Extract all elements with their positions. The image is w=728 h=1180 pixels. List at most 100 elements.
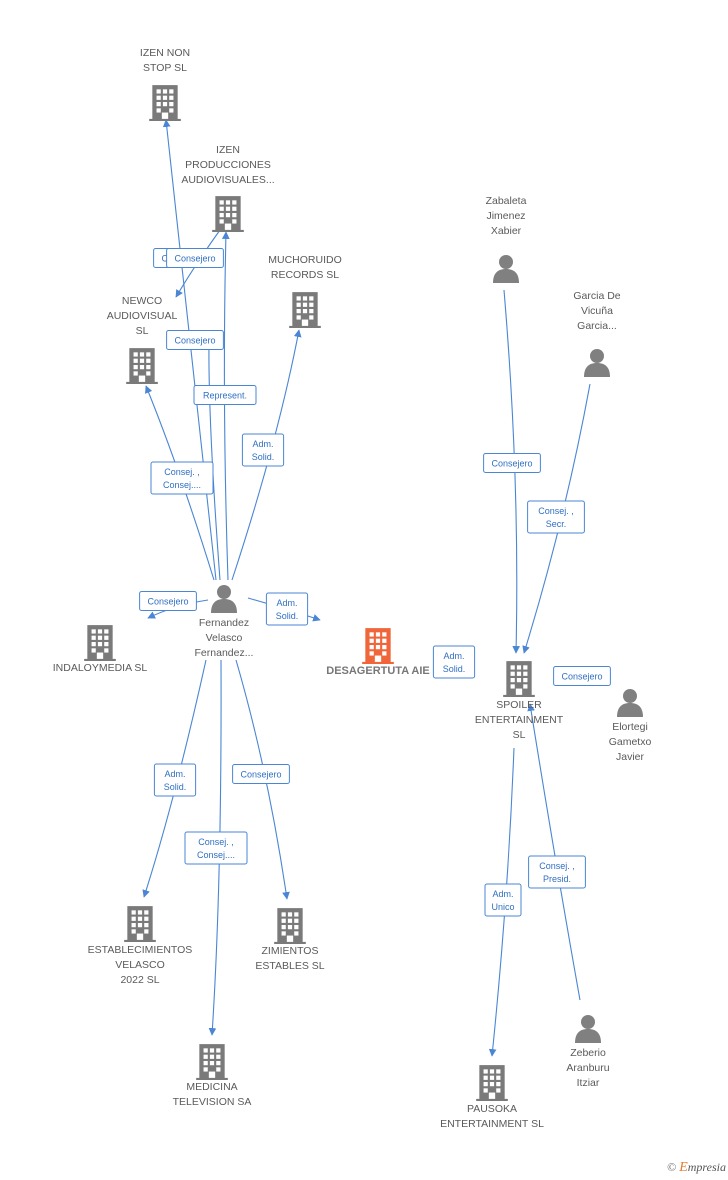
node-muchoruido[interactable]: MUCHORUIDO RECORDS SL	[268, 254, 342, 328]
building-icon	[196, 1044, 228, 1080]
edge-label-box	[232, 764, 290, 784]
edge-label-text: Solid.	[276, 611, 299, 621]
node-label-line: ENTERTAINMENT SL	[440, 1118, 544, 1130]
edge-fernandez-to-izen_producciones	[221, 231, 230, 581]
node-label-line: SL	[513, 729, 526, 741]
edge-label-box	[553, 666, 611, 686]
node-label-line: INDALOYMEDIA SL	[53, 662, 148, 674]
edge-label-box	[484, 883, 522, 917]
node-label-line: AUDIOVISUAL	[107, 310, 178, 322]
edge-label-text: Consejero	[147, 597, 188, 607]
node-label-line: Velasco	[206, 632, 243, 644]
edge-label-box	[139, 591, 197, 611]
edge-label-text: Consej. ,	[198, 837, 234, 847]
node-label-line: RECORDS SL	[271, 269, 339, 281]
node-pausoka[interactable]: PAUSOKA ENTERTAINMENT SL	[440, 1065, 544, 1130]
copyright-symbol: ©	[667, 1160, 677, 1174]
node-label-line: MEDICINA	[186, 1081, 237, 1093]
edge-label-box	[193, 385, 257, 405]
edge-label-text: Consejero	[174, 254, 215, 264]
edge-label-e7[interactable]: Consejero	[139, 591, 197, 611]
edge-label-text: Consej....	[163, 480, 201, 490]
node-label-line: PAUSOKA	[467, 1103, 517, 1115]
edge-label-text: Consejero	[174, 336, 215, 346]
edge-label-text: Presid.	[543, 874, 571, 884]
edge-label-e5[interactable]: Adm.Solid.	[241, 433, 285, 467]
building-icon	[126, 348, 158, 384]
node-label-line: Elortegi	[612, 721, 648, 733]
edge-label-e2[interactable]: Represent.	[193, 385, 257, 405]
node-izen_producciones[interactable]: IZENPRODUCCIONESAUDIOVISUALES...	[181, 144, 275, 232]
edge-label-text: Consejero	[561, 672, 602, 682]
node-label-line: ESTABLECIMIENTOS	[88, 944, 193, 956]
node-label-line: DESAGERTUTA AIE	[326, 665, 430, 677]
edge-label-e14[interactable]: Adm. Solid.	[432, 645, 476, 679]
edge-label-text: Unico	[491, 902, 514, 912]
node-label-line: Jimenez	[486, 210, 525, 222]
node-label-line: NEWCO	[122, 295, 162, 307]
edge-label-text: Represent.	[203, 391, 247, 401]
edge-label-e16[interactable]: Consej. , Presid.	[528, 855, 586, 889]
edge-label-box	[265, 592, 309, 626]
edge-zeberio-to-spoiler	[527, 703, 581, 1001]
edge-label-e11[interactable]: Consejero	[232, 764, 290, 784]
edge-label-text: Solid.	[164, 782, 187, 792]
node-label-line: Zabaleta	[486, 195, 527, 207]
building-icon	[289, 292, 321, 328]
node-label-line: IZEN NON	[140, 47, 190, 59]
edge-label-text: Solid.	[443, 664, 466, 674]
node-label-line: Aranburu	[566, 1062, 609, 1074]
edge-label-e12[interactable]: Consejero	[483, 453, 541, 473]
edge-label-e10[interactable]: Consej. ,Consej....	[184, 831, 248, 865]
edge-label-box	[166, 330, 224, 350]
empresia-watermark[interactable]: © Empresia	[667, 1160, 726, 1176]
node-label-line: PRODUCCIONES	[185, 159, 271, 171]
edge-label-box	[483, 453, 541, 473]
edge-label-e4[interactable]: Consejero	[166, 248, 224, 268]
node-label-line: Garcia...	[577, 320, 617, 332]
building-icon	[149, 85, 181, 121]
node-label-line: VELASCO	[115, 959, 165, 971]
edge-label-text: Adm.	[443, 651, 464, 661]
edge-label-text: Adm.	[276, 598, 297, 608]
node-label-line: Garcia De	[573, 290, 620, 302]
edge-zabaleta-to-spoiler	[503, 289, 521, 654]
brand-name: mpresia	[687, 1160, 726, 1174]
edge-label-e6[interactable]: Consej. ,Consej....	[150, 461, 214, 495]
node-label-line: MUCHORUIDO	[268, 254, 342, 266]
building-icon	[476, 1065, 508, 1101]
node-indaloymedia[interactable]: INDALOYMEDIA SL	[53, 625, 148, 674]
edge-label-e8[interactable]: Adm. Solid.	[265, 592, 309, 626]
edge-label-e15[interactable]: Consejero	[553, 666, 611, 686]
edge-label-e9[interactable]: Adm. Solid.	[153, 763, 197, 797]
node-garcia[interactable]: Garcia DeVicuñaGarcia...	[573, 290, 621, 377]
edge-label-e3[interactable]: Consejero	[166, 330, 224, 350]
edge-label-box	[528, 855, 586, 889]
node-fernandez[interactable]: FernandezVelascoFernandez...	[195, 585, 254, 659]
person-icon	[584, 349, 610, 377]
edge-label-text: Adm.	[164, 769, 185, 779]
edge-label-e13[interactable]: Consej. ,Secr.	[527, 500, 585, 534]
building-icon	[212, 196, 244, 232]
edge-label-box	[241, 433, 285, 467]
edge-label-e17[interactable]: Adm.Unico	[484, 883, 522, 917]
edge-fernandez-to-izen_producciones	[205, 339, 221, 581]
building-icon	[274, 908, 306, 944]
person-icon	[493, 255, 519, 283]
edge-label-text: Consej. ,	[539, 861, 575, 871]
edge-labels-layer: ConsejeroRepresent.ConsejeroConsejeroAdm…	[139, 248, 611, 917]
node-label-line: Zeberio	[570, 1047, 606, 1059]
node-desagertuta[interactable]: DESAGERTUTA AIE	[326, 628, 430, 677]
brand-initial: E	[679, 1160, 688, 1175]
